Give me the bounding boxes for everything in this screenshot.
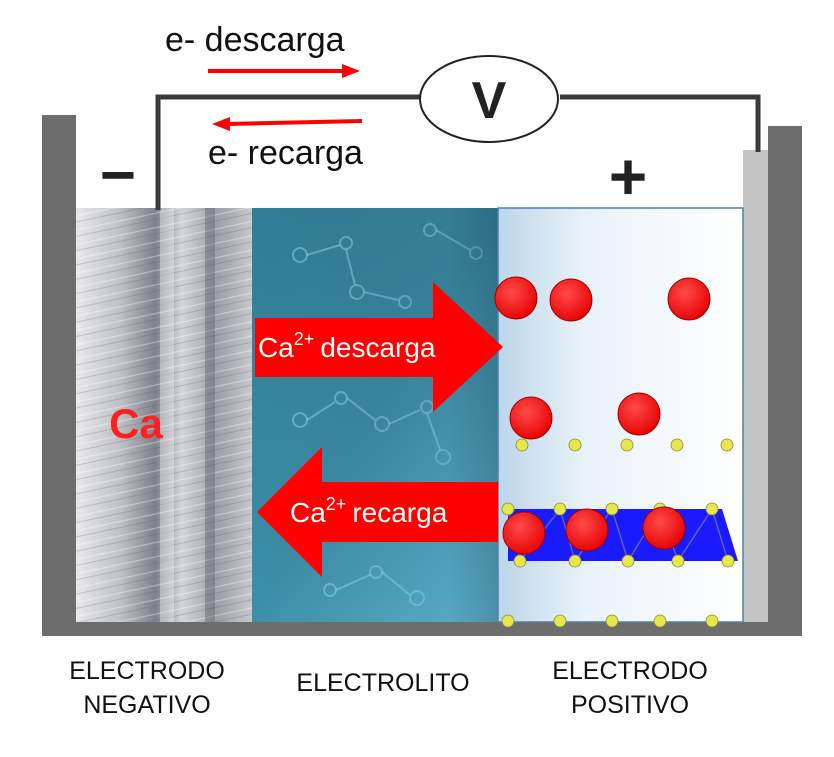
calcium-ion (549, 278, 593, 322)
container-bottom (42, 622, 802, 636)
lattice-atom (515, 438, 529, 452)
positive-terminal-sign: + (609, 139, 648, 213)
calcium-ion (667, 277, 711, 321)
lattice-atom (513, 554, 527, 568)
ion-recharge-label: recarga (352, 497, 447, 528)
lattice-atom (501, 614, 515, 628)
positive-electrode-label-line1: ELECTRODO (552, 657, 708, 685)
lattice-atom (553, 614, 567, 628)
calcium-symbol: Ca (109, 400, 163, 447)
calcium-ions (494, 276, 711, 555)
container-left-wall (42, 115, 76, 635)
lattice-atom (705, 614, 719, 628)
electrolyte-region (252, 208, 498, 622)
negative-electrode-label-line2: NEGATIVO (83, 690, 211, 719)
ion-discharge-charge: 2+ (294, 329, 315, 349)
lattice-atom (705, 502, 719, 516)
calcium-ion (494, 276, 538, 320)
lattice-atom (721, 554, 735, 568)
calcium-ion (617, 392, 661, 436)
wire-right (560, 94, 761, 152)
voltmeter (419, 55, 559, 143)
lattice-atoms (501, 438, 735, 628)
lattice-atom (568, 438, 582, 452)
negative-electrode-label: ELECTRODO NEGATIVO (42, 655, 252, 723)
positive-electrode-label-line2: POSITIVO (570, 690, 690, 719)
container-right-wall (768, 126, 802, 636)
calcium-ion (565, 508, 609, 552)
negative-electrode-label-line1: ELECTRODO (69, 657, 225, 685)
negative-electrode (76, 208, 252, 622)
lattice-atom (653, 614, 667, 628)
electron-discharge-label: e- descarga (165, 21, 345, 59)
svg-text:Ca2+descarga: Ca2+descarga (258, 329, 436, 363)
electrolyte-label-line1: ELECTROLITO (296, 669, 470, 697)
electrolyte-label: ELECTROLITO (268, 667, 498, 701)
positive-electrode-label: ELECTRODO POSITIVO (520, 655, 740, 723)
lattice-atom (670, 438, 684, 452)
ion-recharge-symbol: Ca (290, 497, 326, 528)
electron-discharge-arrow (208, 64, 360, 78)
lattice-atom (553, 502, 567, 516)
lattice-atom (620, 438, 634, 452)
calcium-ion (502, 511, 546, 555)
external-circuit (155, 94, 761, 210)
ion-recharge-arrow: Ca2+recarga (257, 447, 498, 577)
lattice-atom (605, 614, 619, 628)
lattice-atom (621, 554, 635, 568)
calcium-ion (509, 396, 553, 440)
wire-left (155, 94, 420, 210)
lattice-atom (605, 502, 619, 516)
calcium-ion (642, 506, 686, 550)
voltmeter-symbol: V (472, 72, 507, 130)
negative-terminal-sign: − (100, 141, 136, 210)
electron-recharge-arrow (212, 117, 363, 131)
ion-discharge-label: descarga (320, 332, 436, 363)
lattice-atom (720, 438, 734, 452)
current-collector (743, 150, 768, 622)
lattice-atom (671, 554, 685, 568)
lattice-atom (501, 502, 515, 516)
lattice-atom (568, 554, 582, 568)
electron-recharge-label: e- recarga (208, 134, 363, 172)
svg-text:Ca2+recarga: Ca2+recarga (290, 494, 448, 528)
ion-recharge-charge: 2+ (326, 494, 347, 514)
ion-discharge-symbol: Ca (258, 332, 294, 363)
ion-discharge-arrow: Ca2+descarga (255, 282, 503, 412)
